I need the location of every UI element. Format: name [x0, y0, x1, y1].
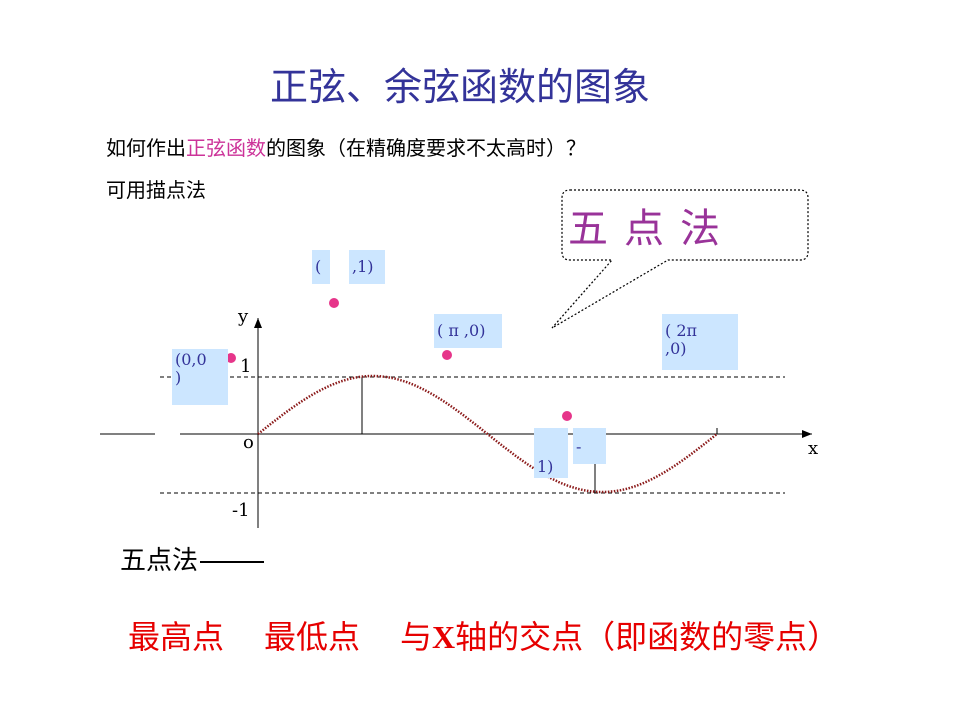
dot-min [562, 411, 572, 421]
point-label-zero-line1: (0,0 [175, 350, 207, 369]
dot-zero [226, 353, 236, 363]
five-point-dash [200, 561, 265, 563]
y-axis-arrow [254, 318, 262, 328]
point-label-two-pi: ( 2π ,0) [662, 314, 738, 370]
page-title: 正弦、余弦函数的图象 [269, 65, 650, 109]
origin-label: o [243, 432, 254, 453]
point-label-two-pi-line2: ,0) [665, 339, 687, 358]
point-label-pi: ( π ,0) [434, 314, 502, 348]
question-prefix: 如何作出 [106, 136, 186, 160]
five-point-label: 五点法 [120, 540, 265, 577]
y-tick-one: 1 [240, 356, 252, 377]
y-axis-label: y [238, 306, 249, 327]
dot-pi [442, 350, 452, 360]
y-tick-neg-one: -1 [232, 500, 250, 521]
sine-curve [257, 374, 718, 494]
bubble-text: 五点法 [568, 206, 736, 252]
point-label-zero-line2: ) [175, 368, 182, 387]
question-suffix: 的图象（在精确度要求不太高时）？ [266, 136, 586, 160]
x-axis-label: x [808, 438, 819, 459]
point-label-max-right: ,1) [349, 250, 385, 284]
point-label-max-left: ( [312, 250, 330, 284]
question-highlight: 正弦函数 [186, 136, 266, 160]
question-line: 如何作出正弦函数的图象（在精确度要求不太高时）？ [106, 132, 586, 161]
point-label-zero: (0,0 ) [172, 349, 228, 405]
five-point-text: 五点法 [120, 546, 199, 576]
method-line: 可用描点法 [106, 178, 206, 202]
dot-max [329, 298, 339, 308]
point-label-two-pi-line1: ( 2π [665, 321, 698, 340]
summary-x-prefix: 与 [400, 618, 433, 656]
summary-line: 最高点 最低点 与X轴的交点（即函数的零点） [128, 612, 839, 658]
summary-x-bold: X [432, 619, 456, 655]
summary-min: 最低点 [264, 618, 361, 656]
x-axis-arrow [802, 430, 812, 438]
summary-max: 最高点 [128, 618, 225, 656]
summary-x-suffix: 轴的交点（即函数的零点） [455, 618, 840, 656]
summary-zeros: 与X轴的交点（即函数的零点） [400, 618, 839, 656]
point-label-min-right: - [573, 428, 606, 464]
point-label-min-left: 1) [534, 428, 568, 478]
